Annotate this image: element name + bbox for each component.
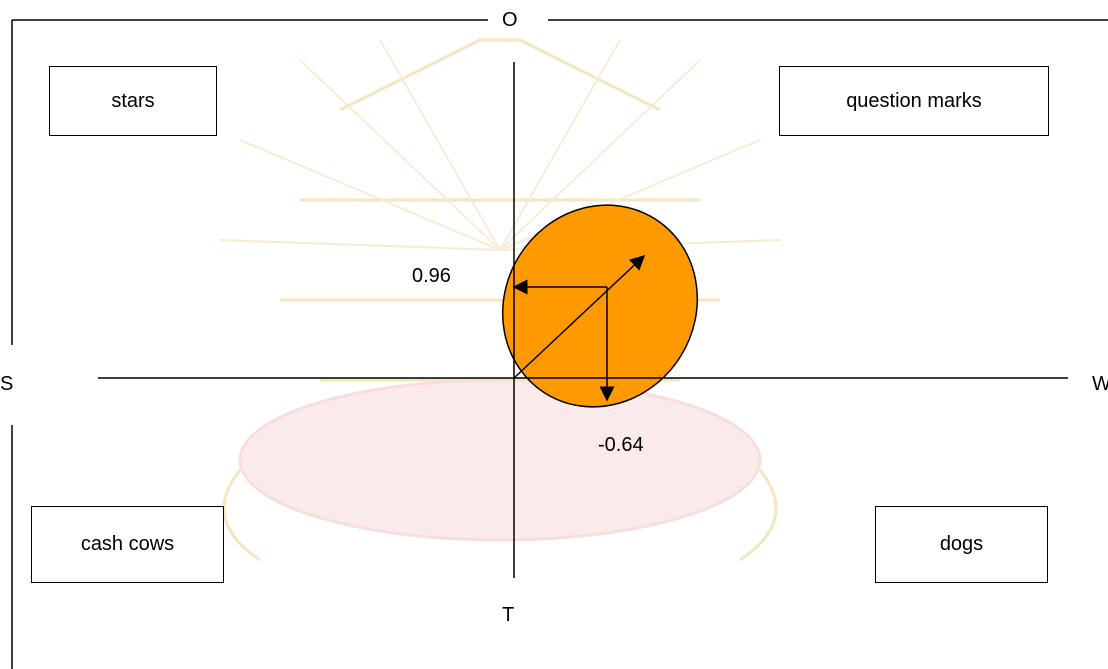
axis-label-right: W: [1090, 372, 1108, 396]
quadrant-stars-box: stars: [49, 66, 217, 136]
axis-label-bottom: T: [500, 603, 517, 627]
quadrant-cash-cows-label: cash cows: [80, 533, 175, 555]
resultant-vector-arrow: [513, 254, 646, 379]
vertical-value-label: 0.96: [412, 265, 451, 287]
axis-label-top: O: [500, 8, 520, 32]
horizontal-value-label: -0.64: [598, 434, 644, 456]
quadrant-question-marks-box: question marks: [779, 66, 1049, 136]
axis-label-left: S: [0, 372, 16, 396]
quadrant-stars-label: stars: [111, 89, 155, 112]
quadrant-dogs-box: dogs: [875, 506, 1048, 583]
position-ellipse: [501, 204, 699, 408]
outer-frame: [11, 19, 1108, 669]
quadrant-dogs-label: dogs: [939, 533, 984, 555]
quadrant-cash-cows-box: cash cows: [31, 506, 224, 583]
quadrant-question-marks-label: question marks: [846, 89, 982, 112]
